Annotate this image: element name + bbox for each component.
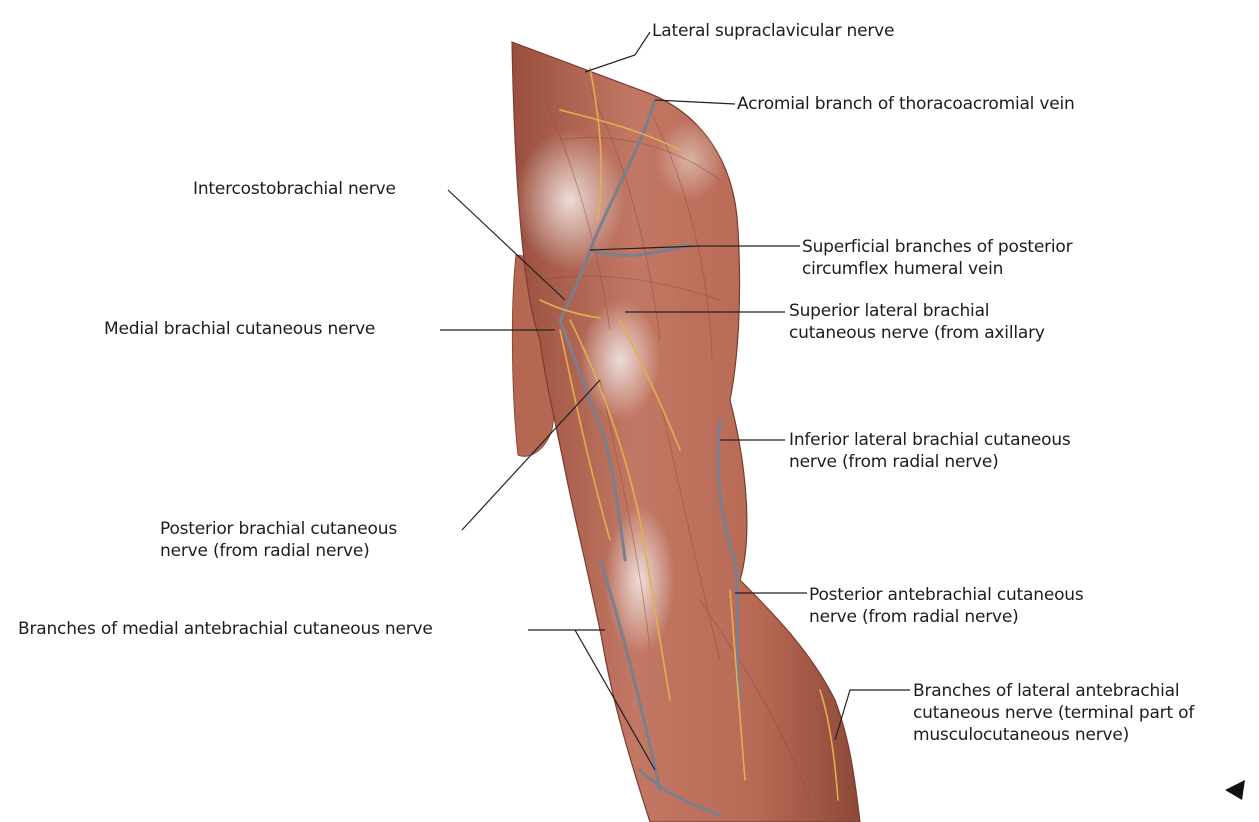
label-medial-antebrachial-branches: Branches of medial antebrachial cutaneou…	[18, 618, 433, 640]
label-superficial-branches: Superficial branches of posterior circum…	[802, 236, 1072, 280]
leader-lateral-supraclavicular	[585, 32, 650, 72]
label-acromial-branch: Acromial branch of thoracoacromial vein	[737, 93, 1075, 115]
label-lateral-antebrachial-branches: Branches of lateral antebrachial cutaneo…	[913, 680, 1194, 746]
label-medial-brachial-cutaneous-nerve: Medial brachial cutaneous nerve	[104, 318, 375, 340]
label-posterior-brachial-cutaneous: Posterior brachial cutaneous nerve (from…	[160, 518, 397, 562]
label-intercostobrachial-nerve: Intercostobrachial nerve	[193, 178, 396, 200]
leader-lateral-antebrachial	[835, 690, 910, 740]
corner-mark	[1225, 780, 1245, 800]
label-posterior-antebrachial-cutaneous: Posterior antebrachial cutaneous nerve (…	[809, 584, 1084, 628]
fascia-highlight	[655, 120, 725, 200]
label-lateral-supraclavicular-nerve: Lateral supraclavicular nerve	[652, 20, 894, 42]
label-inferior-lateral-brachial: Inferior lateral brachial cutaneous nerv…	[789, 429, 1071, 473]
label-superior-lateral-brachial: Superior lateral brachial cutaneous nerv…	[789, 300, 1045, 344]
